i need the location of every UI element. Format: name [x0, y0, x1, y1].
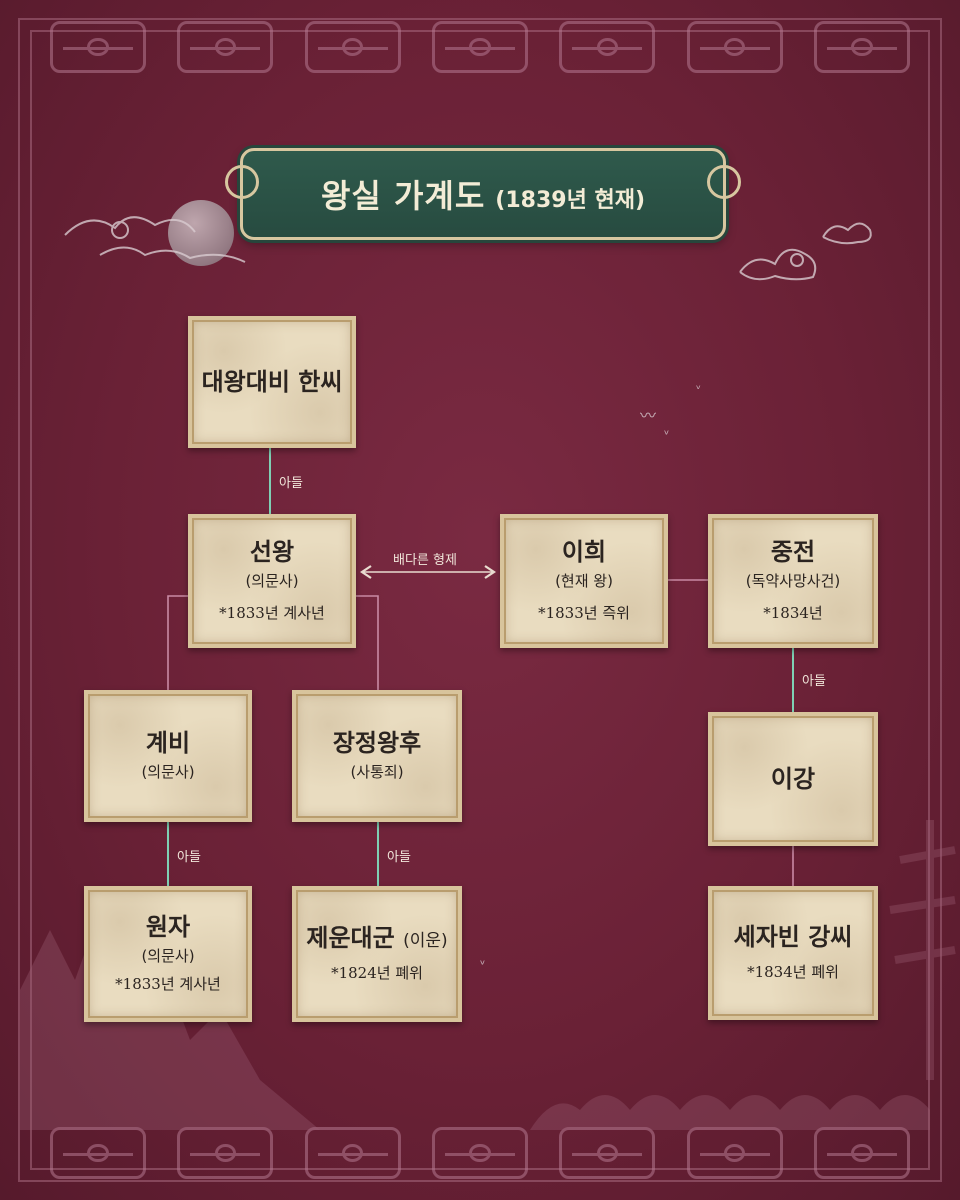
node-name: 이강 — [770, 765, 816, 793]
scroll-curl-icon — [707, 165, 741, 199]
line-spouse — [356, 595, 379, 690]
node-queen: 중전 (독약사망사건) *1834년 — [708, 514, 878, 648]
title-banner: 왕실 가계도 (1839년 현재) — [225, 148, 741, 240]
bird-icon: ᵛ — [480, 958, 486, 973]
bottom-ornament-band — [50, 1118, 910, 1188]
ornament-motif — [50, 21, 146, 73]
ornament-motif — [304, 21, 401, 73]
node-name: 원자 — [145, 913, 191, 941]
relation-label-son: 아들 — [802, 674, 826, 689]
top-ornament-band — [50, 12, 910, 82]
cloud-left-icon — [64, 216, 246, 263]
pine-illustration — [889, 820, 956, 1080]
node-role: (의문사) — [141, 947, 195, 965]
node-role: (의문사) — [141, 763, 195, 781]
relation-label-son: 아들 — [279, 476, 303, 491]
node-role: (사통죄) — [350, 763, 404, 781]
title: 왕실 가계도 (1839년 현재) — [321, 171, 645, 217]
ornament-motif — [559, 1127, 656, 1179]
node-lee-gang: 이강 — [708, 712, 878, 846]
ornament-motif — [304, 1127, 401, 1179]
node-note: *1833년 계사년 — [115, 975, 221, 993]
node-crown-princess: 세자빈 강씨 *1834년 폐위 — [708, 886, 878, 1020]
node-note: *1824년 폐위 — [331, 964, 423, 982]
outer-frame — [18, 18, 942, 1182]
ornament-motif — [559, 21, 656, 73]
inner-frame — [30, 30, 930, 1170]
node-lee-hee: 이희 (현재 왕) *1833년 즉위 — [500, 514, 668, 648]
ornament-motif — [177, 21, 274, 73]
node-note: *1833년 즉위 — [538, 604, 630, 622]
relation-label-son: 아들 — [177, 850, 201, 865]
ornament-motif — [431, 21, 528, 73]
node-note: *1834년 — [763, 604, 823, 622]
node-name-main: 제운대군 — [306, 924, 395, 952]
node-name: 선왕 — [249, 538, 295, 566]
bird-icon: ᵛ — [696, 382, 702, 396]
ornament-motif — [177, 1127, 274, 1179]
ornament-motif — [813, 21, 910, 73]
node-role: (현재 왕) — [555, 572, 613, 590]
node-name: 이희 — [561, 538, 607, 566]
node-former-king: 선왕 (의문사) *1833년 계사년 — [188, 514, 356, 648]
node-grand-queen: 대왕대비 한씨 — [188, 316, 356, 448]
title-subtitle: (1839년 현재) — [495, 188, 646, 213]
ornament-motif — [813, 1127, 910, 1179]
node-note: *1833년 계사년 — [219, 604, 325, 622]
scroll-curl-icon — [225, 165, 259, 199]
line-spouse — [167, 595, 190, 690]
ornament-motif — [686, 21, 783, 73]
node-jewoon: 제운대군 (이운) *1824년 폐위 — [292, 886, 462, 1022]
ornament-motif — [50, 1127, 146, 1179]
title-main: 왕실 가계도 — [320, 177, 486, 215]
node-note: *1834년 폐위 — [747, 963, 839, 981]
cloud-small-icon — [822, 222, 872, 245]
node-name: 세자빈 강씨 — [733, 923, 853, 951]
relation-label-half-brothers: 배다른 형제 — [393, 553, 457, 568]
node-name: 대왕대비 한씨 — [201, 368, 343, 396]
cloud-right-icon — [739, 248, 817, 281]
node-name: 제운대군 (이운) — [306, 923, 447, 953]
relation-label-son: 아들 — [387, 850, 411, 865]
node-role: (독약사망사건) — [745, 572, 841, 590]
bird-icon: ᵛ — [664, 428, 670, 443]
node-name: 장정왕후 — [332, 729, 422, 757]
node-wonja: 원자 (의문사) *1833년 계사년 — [84, 886, 252, 1022]
node-name-suffix: (이운) — [403, 931, 448, 951]
node-role: (의문사) — [245, 572, 299, 590]
ornament-motif — [686, 1127, 783, 1179]
node-jangjeong: 장정왕후 (사통죄) — [292, 690, 462, 822]
ornament-motif — [431, 1127, 528, 1179]
node-name: 중전 — [770, 538, 816, 566]
bird-icon: 〰 — [640, 406, 657, 425]
node-name: 계비 — [145, 729, 191, 757]
wave-illustration — [530, 1095, 930, 1130]
node-gyebi: 계비 (의문사) — [84, 690, 252, 822]
